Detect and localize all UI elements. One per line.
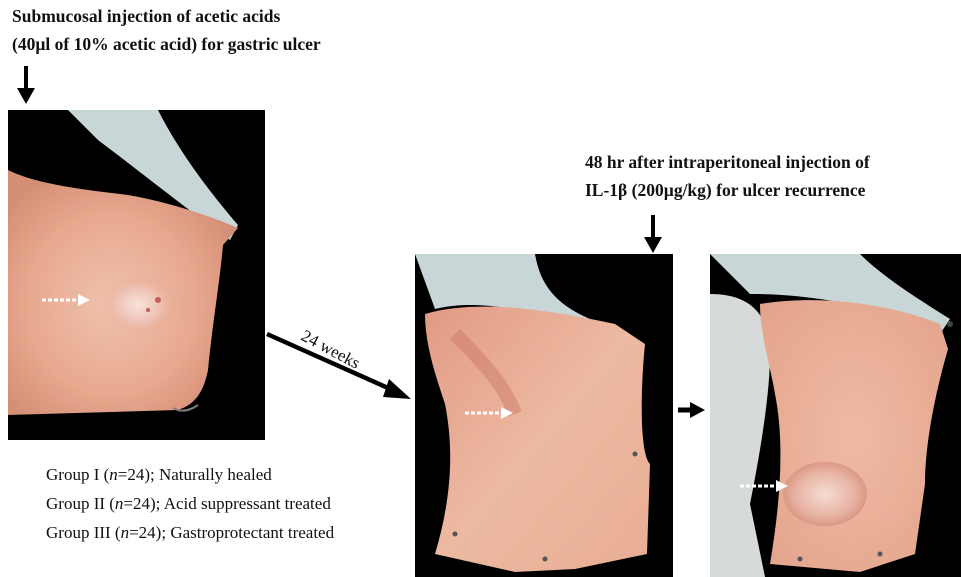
group-list-item: Group I (n=24); Naturally healed	[46, 460, 334, 489]
top-caption-line2: (40µl of 10% acetic acid) for gastric ul…	[12, 30, 321, 58]
group-list-item: Group III (n=24); Gastroprotectant treat…	[46, 518, 334, 547]
stomach-photo-healed	[415, 254, 673, 577]
stomach-photo-initial-ulcer	[8, 110, 265, 440]
ulcer-marker-arrow-icon	[42, 293, 92, 307]
right-arrow-icon	[678, 401, 706, 419]
recurrence-caption-line1: 48 hr after intraperitoneal injection of	[585, 148, 870, 176]
down-arrow-icon	[643, 215, 663, 255]
recurrence-caption-line2: IL-1β (200µg/kg) for ulcer recurrence	[585, 176, 870, 204]
ulcer-marker-arrow-icon	[465, 406, 515, 420]
down-arrow-icon	[16, 66, 36, 106]
group-list-item: Group II (n=24); Acid suppressant treate…	[46, 489, 334, 518]
top-caption: Submucosal injection of acetic acids (40…	[12, 2, 321, 58]
recurrence-caption: 48 hr after intraperitoneal injection of…	[585, 148, 870, 204]
ulcer-marker-arrow-icon	[740, 479, 790, 493]
group-list: Group I (n=24); Naturally healed Group I…	[46, 460, 334, 547]
stomach-photo-recurrent-ulcer	[710, 254, 961, 577]
top-caption-line1: Submucosal injection of acetic acids	[12, 2, 321, 30]
